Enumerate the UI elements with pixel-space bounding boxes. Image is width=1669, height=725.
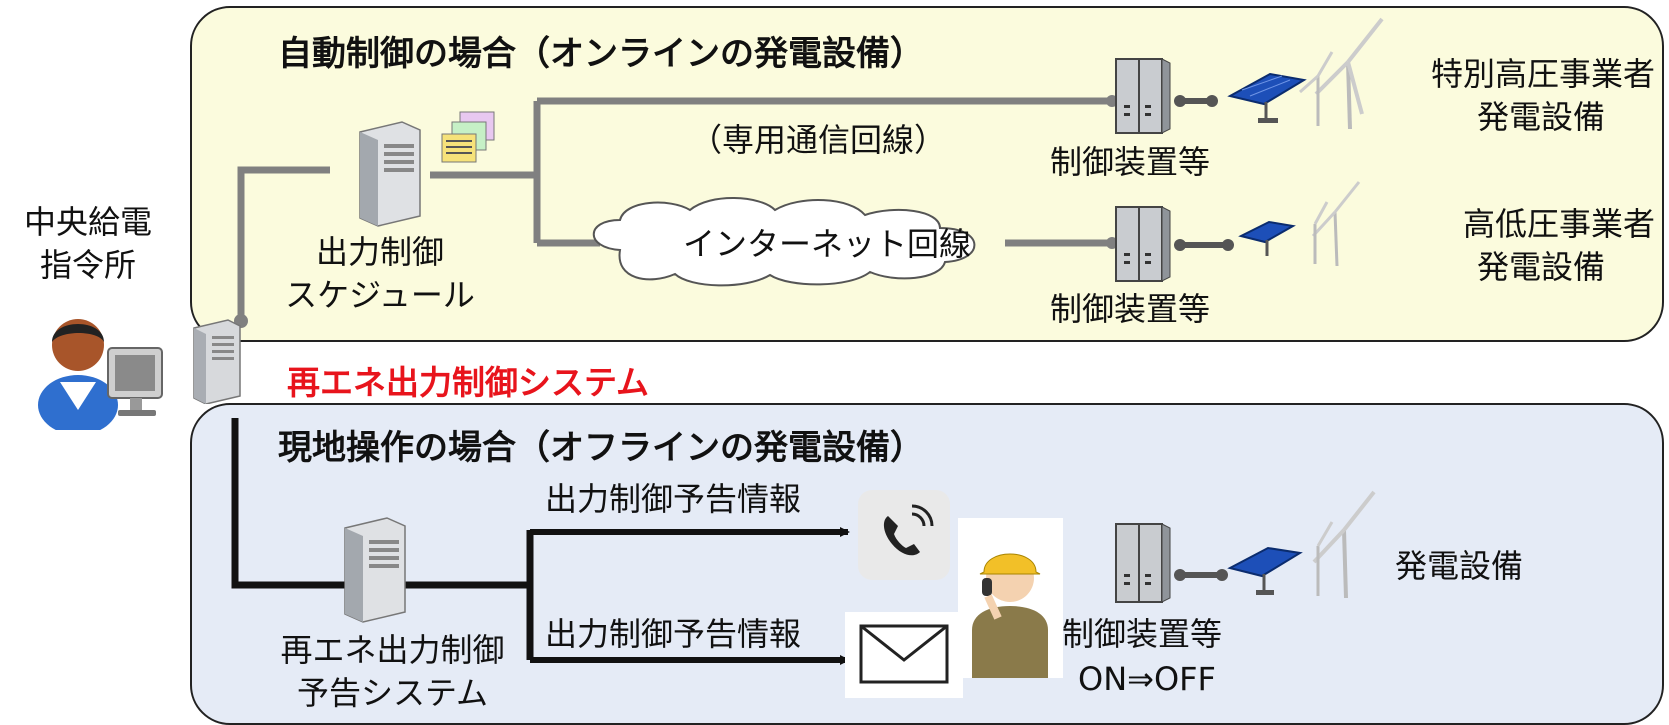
solar-wind-icon-top — [1227, 17, 1384, 130]
controller-top-icon — [1115, 58, 1171, 134]
notice-mail-label: 出力制御予告情報 — [545, 615, 802, 653]
notice-system-label-line2: 予告システム — [296, 674, 489, 712]
system-server-icon — [193, 319, 241, 404]
solar-wind-icon-bottom — [1238, 181, 1361, 267]
manual-lines — [231, 418, 850, 665]
internet-cloud-shape — [592, 197, 976, 287]
notice-phone-label: 出力制御予告情報 — [545, 480, 802, 518]
phone-icon — [858, 490, 950, 580]
schedule-sheets-icon — [441, 111, 495, 163]
controller-bottom-label: 制御装置等 — [1050, 290, 1211, 328]
schedule-label-line2: スケジュール — [285, 276, 475, 314]
facility-label: 発電設備 — [1395, 547, 1524, 585]
switch-state-label: ON⇒OFF — [1078, 660, 1216, 698]
controller-manual-label: 制御装置等 — [1062, 615, 1223, 653]
controller-bottom-icon — [1115, 206, 1171, 282]
extra-high-voltage-label-line1: 特別高圧事業者 — [1430, 55, 1655, 93]
system-title: 再エネ出力制御システム — [287, 363, 650, 402]
notice-system-server-icon — [344, 517, 406, 623]
dispatch-center-label-line1: 中央給電 — [23, 203, 152, 241]
worker-on-phone-icon — [958, 518, 1063, 678]
high-low-voltage-label-line1: 高低圧事業者 — [1462, 205, 1655, 243]
internet-line-label: インターネット回線 — [683, 225, 972, 263]
schedule-server-icon — [359, 121, 421, 227]
mail-icon — [845, 612, 963, 698]
solar-wind-icon-manual — [1227, 490, 1376, 599]
auto-lines — [237, 97, 1112, 320]
operator-at-monitor-icon — [38, 319, 163, 430]
schedule-label-line1: 出力制御 — [315, 233, 444, 271]
extra-high-voltage-label-line2: 発電設備 — [1476, 98, 1605, 136]
manual-section-title: 現地操作の場合（オフラインの発電設備） — [278, 428, 924, 468]
dedicated-line-label: （専用通信回線） — [690, 121, 947, 159]
controller-manual-icon — [1115, 523, 1171, 603]
notice-system-label-line1: 再エネ出力制御 — [280, 631, 505, 669]
high-low-voltage-label-line2: 発電設備 — [1476, 248, 1605, 286]
auto-section-title: 自動制御の場合（オンラインの発電設備） — [278, 34, 924, 74]
dispatch-center-label-line2: 指令所 — [39, 246, 136, 284]
controller-top-label: 制御装置等 — [1050, 143, 1211, 181]
